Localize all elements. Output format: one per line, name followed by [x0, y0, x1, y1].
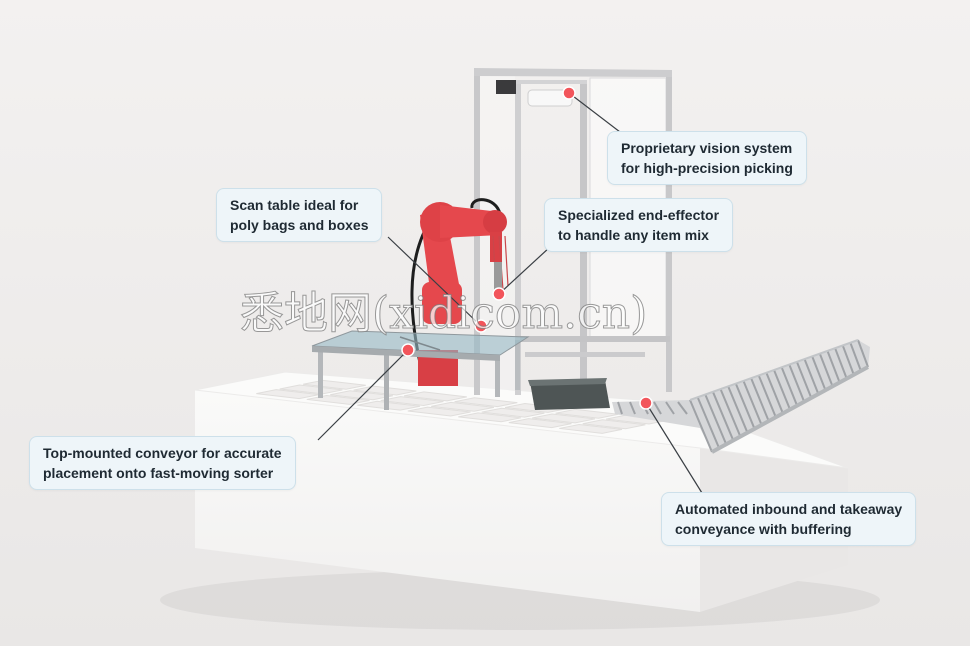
- leader-lines: [317, 92, 703, 494]
- robot-arm: [410, 198, 509, 386]
- marker-dot-conveyor: [401, 343, 415, 357]
- sorter-cell: [508, 418, 572, 429]
- conveyor-roller: [857, 339, 869, 368]
- table-leg: [495, 357, 500, 397]
- conveyor-roller: [849, 342, 862, 372]
- conveyor-roller: [677, 401, 688, 415]
- callout-text-line: conveyance with buffering: [675, 521, 852, 537]
- sorter-cell: [404, 391, 467, 402]
- leader-line-vision: [568, 92, 621, 133]
- callout-text-line: Specialized end-effector: [558, 207, 720, 223]
- leader-line-effector: [498, 246, 551, 295]
- marker-dot-effector: [492, 287, 506, 301]
- sorter-cell: [582, 419, 646, 430]
- robot-upper-arm: [440, 205, 500, 238]
- conveyor-roller: [704, 394, 728, 445]
- tote-body: [530, 380, 610, 410]
- sorter-cell: [458, 412, 522, 423]
- conveyor-roller: [696, 396, 721, 449]
- marker-dot-vision: [562, 86, 576, 100]
- conveyor-roller: [750, 377, 770, 422]
- conveyor-roller: [803, 358, 820, 395]
- frame-cross-beam: [525, 352, 645, 357]
- leader-line-conveyor: [317, 349, 409, 441]
- sorter-cell: [279, 384, 343, 395]
- callout-text-line: poly bags and boxes: [230, 217, 369, 233]
- callout-vision-system: Proprietary vision system for high-preci…: [607, 131, 807, 185]
- table-leg: [384, 352, 389, 410]
- top-mounted-conveyor-belt: [399, 336, 441, 351]
- callout-text-line: Top-mounted conveyor for accurate: [43, 445, 282, 461]
- sorter-cell: [559, 423, 623, 434]
- robot-cable: [470, 198, 502, 215]
- platform-front-face: [195, 390, 700, 612]
- conveyor-roller: [665, 401, 675, 415]
- conveyor-rollers: [617, 339, 869, 453]
- inbound-conveyor: [612, 339, 870, 454]
- sorter-cell: [431, 401, 495, 412]
- conveyor-roller: [841, 345, 855, 376]
- table-leg: [515, 340, 520, 390]
- table-leg: [318, 350, 323, 398]
- conveyor-roller: [629, 401, 636, 415]
- marker-dots: [401, 86, 653, 410]
- frame-top-beam: [474, 68, 672, 77]
- callout-text-line: to handle any item mix: [558, 227, 709, 243]
- callout-text-line: Scan table ideal for: [230, 197, 359, 213]
- sorter-cell: [380, 396, 444, 406]
- callout-end-effector: Specialized end-effector to handle any i…: [544, 198, 734, 252]
- frame-post: [515, 80, 521, 395]
- callout-text-line: for high-precision picking: [621, 160, 793, 176]
- sorter-cell: [454, 397, 518, 408]
- conveyor-roller: [757, 375, 777, 418]
- conveyor-roller: [765, 372, 784, 414]
- robot-elbow-joint: [483, 210, 507, 234]
- marker-dot-scan: [474, 319, 488, 333]
- callout-top-mounted-conveyor: Top-mounted conveyor for accurate placem…: [29, 436, 296, 490]
- leader-line-scan: [387, 236, 482, 327]
- conveyor-roller: [818, 353, 834, 387]
- conveyor-roller: [788, 364, 806, 403]
- sorter-cell: [407, 406, 471, 417]
- conveyor-roller: [734, 383, 756, 430]
- callout-inbound-conveyance: Automated inbound and takeaway conveyanc…: [661, 492, 917, 546]
- conveyor-roller: [689, 399, 713, 453]
- sorter-cell: [330, 390, 394, 401]
- end-effector: [494, 262, 502, 292]
- conveyor-roller: [826, 350, 841, 383]
- callout-text-line: placement onto fast-moving sorter: [43, 465, 274, 481]
- leader-line-inbound: [645, 402, 703, 494]
- marker-dot-inbound: [639, 396, 653, 410]
- conveyor-back-rail: [689, 339, 859, 401]
- callout-text-line: Proprietary vision system: [621, 140, 793, 156]
- conveyor-roller: [795, 361, 813, 399]
- conveyor-roller: [719, 388, 742, 437]
- conveyor-roller: [773, 369, 791, 410]
- frame-top-beam-back: [515, 80, 587, 84]
- frame-cross-beam: [520, 336, 670, 342]
- conveyor-side-rail: [711, 365, 869, 454]
- control-box: [496, 80, 516, 94]
- conveyor-roller: [653, 401, 662, 415]
- tote-rim: [528, 378, 607, 386]
- tote-bin: [528, 378, 610, 410]
- callout-text-line: Automated inbound and takeaway: [675, 501, 903, 517]
- conveyor-roller: [834, 347, 848, 379]
- conveyor-roller: [727, 385, 749, 434]
- sorter-cell: [481, 407, 545, 418]
- conveyor-roller: [780, 366, 799, 407]
- conveyor-roller: [811, 355, 827, 391]
- conveyor-roller: [617, 401, 623, 415]
- sorter-cell: [532, 413, 596, 424]
- callout-scan-table: Scan table ideal for poly bags and boxes: [216, 188, 383, 242]
- conveyor-roller: [742, 380, 763, 426]
- conveyor-roller: [711, 391, 735, 441]
